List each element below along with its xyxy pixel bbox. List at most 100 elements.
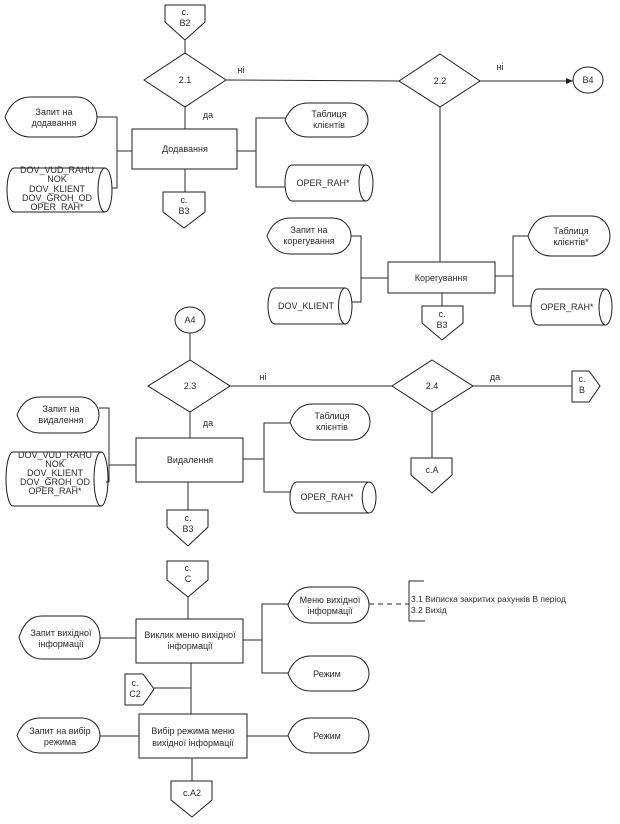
storage-oper-rah bbox=[284, 164, 374, 202]
display-select-request-line2: режима bbox=[44, 737, 76, 747]
display-edit-request-line2: корегування bbox=[283, 236, 334, 246]
offpage-connector-a2 bbox=[170, 780, 213, 818]
arrow-head-icon bbox=[566, 78, 573, 84]
offpage-connector-b3 bbox=[162, 191, 206, 229]
display-clients-table-edited-line2: клієнтів* bbox=[553, 237, 589, 247]
storage-oper-rah-label: OPER_RAH* bbox=[540, 302, 594, 312]
display-output-menu-line1: Меню вихідної bbox=[300, 595, 361, 605]
display-select-request-line1: Запит на вибір bbox=[29, 726, 90, 736]
process-call-output-menu-line2: інформації bbox=[167, 641, 213, 651]
process-add bbox=[131, 128, 238, 170]
decision-2-1-no-label: ні bbox=[238, 65, 245, 75]
offpage-connector-b2 bbox=[164, 4, 206, 41]
display-delete-request-line2: видалення bbox=[38, 415, 83, 425]
connector-b3-line1: с. bbox=[180, 195, 187, 205]
display-output-request-line2: інформації bbox=[38, 639, 84, 649]
connector-b4 bbox=[572, 66, 604, 94]
process-call-output-menu-line1: Виклик меню вихідної bbox=[144, 630, 236, 640]
connector-b3-line2: В3 bbox=[182, 524, 193, 534]
display-clients-table-line1: Таблиця bbox=[314, 411, 349, 421]
storage-oper-rah-label: OPER_RAH* bbox=[296, 178, 350, 188]
process-add-label: Додавання bbox=[162, 144, 208, 154]
display-edit-request bbox=[266, 217, 352, 255]
output-bracket bbox=[263, 422, 290, 493]
connector-b-line2: В bbox=[579, 385, 585, 395]
decision-2-3-yes-label: да bbox=[203, 418, 213, 428]
display-clients-table-line2: клієнтів bbox=[313, 120, 345, 130]
connector-b4-label: В4 bbox=[582, 75, 593, 85]
section-edit: 2.2 ні В4 Корегування Запит на корегуван… bbox=[266, 53, 613, 341]
process-select-mode-line2: вихідної інформації bbox=[152, 738, 234, 748]
storage-delete-input-line2: NOK bbox=[45, 459, 65, 469]
section-delete: А4 2.3 ні да Видалення Запит на видаленн… bbox=[5, 306, 392, 547]
output-bracket bbox=[261, 603, 288, 674]
storage-oper-rah-label: OPER_RAH* bbox=[300, 492, 354, 502]
decision-2-4-yes-label: да bbox=[490, 372, 500, 382]
process-edit-label: Корегування bbox=[415, 273, 468, 283]
process-select-mode bbox=[138, 713, 248, 759]
storage-delete-input-line3: DOV_KLIENT bbox=[27, 468, 84, 478]
connector-b3-line2: В3 bbox=[178, 206, 189, 216]
process-call-output-menu bbox=[135, 618, 244, 664]
offpage-connector-b3 bbox=[421, 305, 464, 341]
output-bracket bbox=[512, 235, 531, 307]
display-clients-table-line2: клієнтів bbox=[316, 422, 348, 432]
storage-add-input-line2: NOK bbox=[47, 174, 67, 184]
offpage-connector-b bbox=[571, 370, 601, 403]
storage-add-input-line4: DOV_GROH_OD bbox=[22, 193, 93, 203]
offpage-connector-c bbox=[166, 560, 209, 598]
display-add-request-line1: Запит на bbox=[36, 107, 73, 117]
decision-2-1-yes-label: да bbox=[203, 110, 213, 120]
display-mode-label: Режим bbox=[313, 731, 341, 741]
storage-delete-input-line1: DOV_VUD_RAHU bbox=[18, 450, 92, 460]
decision-2-3-label: 2.3 bbox=[184, 381, 197, 391]
storage-oper-rah bbox=[530, 288, 613, 326]
connector-b-line1: с. bbox=[578, 374, 585, 384]
process-delete-label: Видалення bbox=[167, 455, 213, 465]
storage-add-input bbox=[6, 167, 113, 213]
offpage-connector-a bbox=[410, 457, 453, 494]
decision-2-2-label: 2.2 bbox=[434, 76, 447, 86]
input-bracket bbox=[99, 407, 110, 483]
display-output-menu bbox=[287, 586, 370, 624]
storage-dov-klient-label: DOV_KLIENT bbox=[278, 301, 335, 311]
display-add-request bbox=[4, 96, 98, 138]
display-clients-table-line1: Таблиця bbox=[311, 109, 346, 119]
annotation-bracket bbox=[408, 580, 425, 622]
display-add-request-line2: додавання bbox=[32, 118, 77, 128]
display-mode bbox=[287, 655, 370, 692]
output-bracket bbox=[255, 117, 285, 188]
offpage-connector-b3 bbox=[166, 509, 209, 547]
decision-2-1-label: 2.1 bbox=[179, 75, 192, 85]
storage-dov-klient bbox=[267, 287, 353, 325]
display-delete-request-line1: Запит на bbox=[43, 404, 80, 414]
display-mode bbox=[287, 717, 370, 754]
decision-2-2-no-label: ні bbox=[497, 62, 504, 72]
display-clients-table bbox=[284, 102, 369, 138]
storage-delete-input-line5: OPER_RAH* bbox=[28, 486, 82, 496]
section-output: с. С Виклик меню вихідної інформації Зап… bbox=[16, 560, 566, 818]
display-edit-request-line1: Запит на bbox=[291, 225, 328, 235]
connector-a4-label: А4 bbox=[184, 315, 195, 325]
storage-delete-input-line4: DOV_GROH_OD bbox=[20, 477, 91, 487]
decision-2-3-no-label: ні bbox=[260, 372, 267, 382]
connector-c2-line1: с. bbox=[131, 678, 138, 688]
connector-c-line1: с. bbox=[184, 563, 191, 573]
storage-delete-input bbox=[5, 451, 109, 507]
connector-a-label: с.А bbox=[425, 465, 438, 475]
display-output-menu-line2: інформації bbox=[307, 606, 353, 616]
connector-b2-line2: В2 bbox=[179, 18, 190, 28]
display-clients-table-edited bbox=[527, 215, 611, 257]
display-delete-request bbox=[16, 396, 100, 434]
input-bracket bbox=[97, 116, 118, 189]
display-output-request-line1: Запит вихідної bbox=[30, 628, 92, 638]
connector-b2-line1: с. bbox=[181, 7, 188, 17]
process-delete bbox=[135, 437, 244, 483]
process-select-mode-line1: Вибір режима меню bbox=[151, 726, 235, 736]
display-clients-table bbox=[289, 403, 371, 441]
flow-line-no-2-1 bbox=[225, 79, 400, 82]
connector-a2-label: с.А2 bbox=[183, 788, 201, 798]
input-bracket bbox=[351, 235, 362, 303]
display-clients-table-edited-line1: Таблиця bbox=[553, 226, 588, 236]
